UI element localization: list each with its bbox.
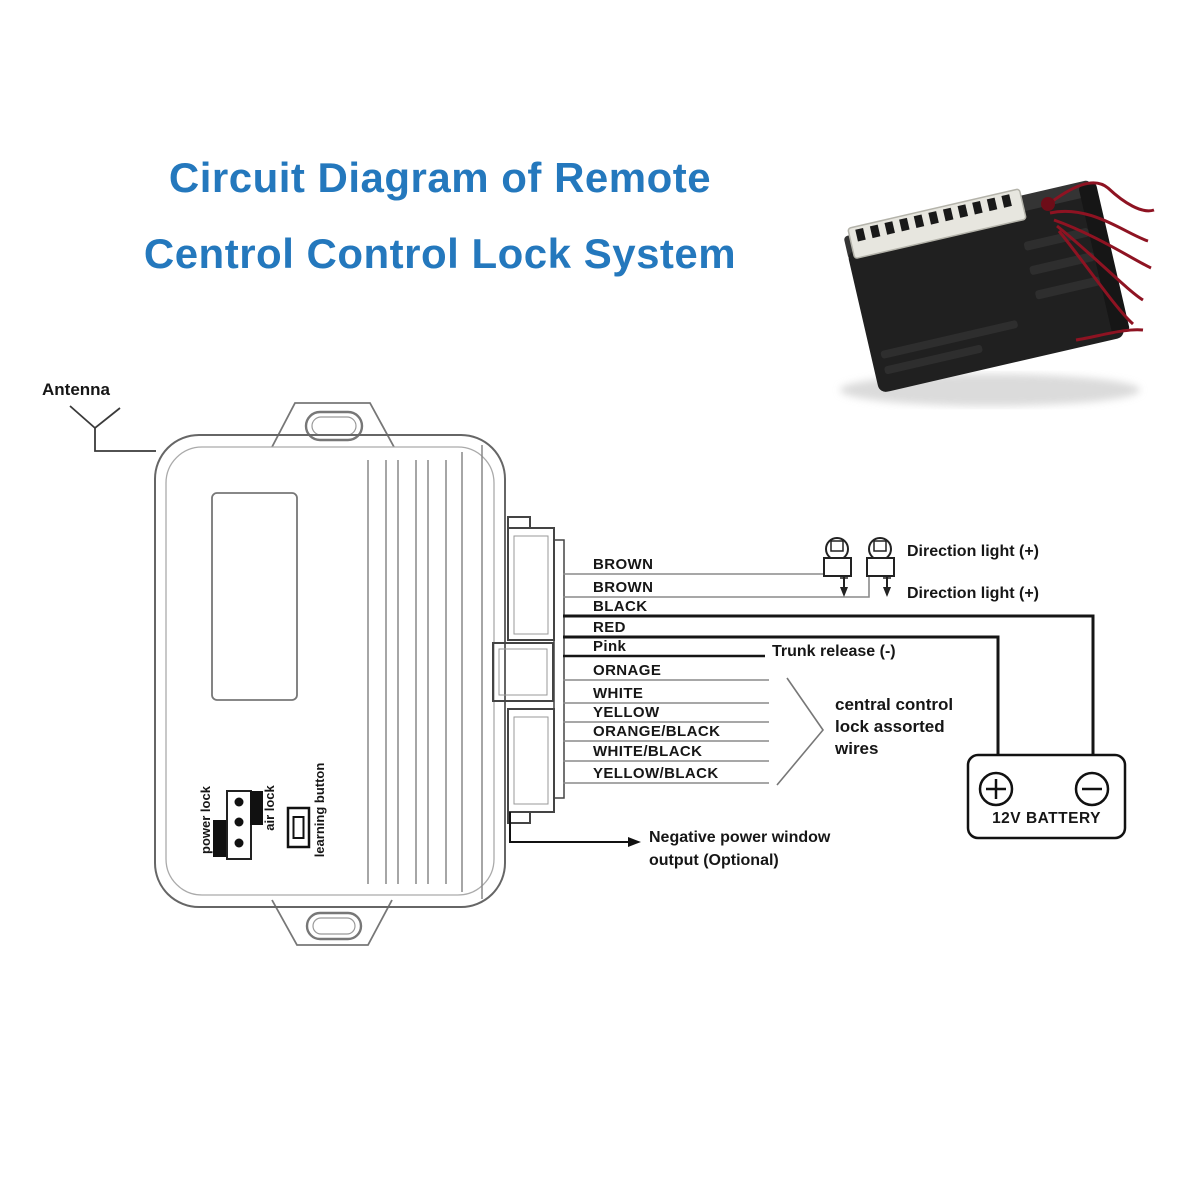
direction-light-bulb-icon-1 bbox=[823, 537, 852, 597]
wire-label-white-black: WHITE/BLACK bbox=[593, 743, 703, 760]
battery-plus-icon bbox=[978, 771, 1014, 807]
negative-window-arrow bbox=[509, 812, 641, 847]
learning-button-icon bbox=[286, 806, 311, 849]
wire-label-yellow: YELLOW bbox=[593, 704, 660, 721]
module-ribs bbox=[367, 445, 483, 899]
central-control-label-3: wires bbox=[835, 739, 879, 758]
antenna-icon bbox=[69, 405, 156, 452]
page-title: Circuit Diagram of Remote Centrol Contro… bbox=[110, 140, 770, 292]
wire-label-pink: Pink bbox=[593, 638, 627, 655]
wire-label-orange-black: ORANGE/BLACK bbox=[593, 723, 721, 740]
central-control-label-2: lock assorted bbox=[835, 717, 945, 736]
page-title-line-2: Centrol Control Lock System bbox=[143, 230, 737, 277]
negative-window-label-2: output (Optional) bbox=[649, 852, 779, 869]
direction-light-label-1: Direction light (+) bbox=[907, 543, 1039, 560]
wire-label-brown-2: BROWN bbox=[593, 579, 654, 596]
battery-label: 12V BATTERY bbox=[992, 810, 1101, 827]
antenna-label: Antenna bbox=[42, 380, 110, 399]
learning-button-label: learning button bbox=[311, 762, 327, 858]
wire-red bbox=[563, 635, 1000, 755]
module-connector bbox=[492, 516, 565, 824]
jumper-block-icon bbox=[213, 790, 263, 860]
negative-window-label-1: Negative power window bbox=[649, 829, 831, 846]
mounting-tab-bottom bbox=[271, 899, 393, 946]
wire-lines bbox=[563, 573, 1095, 784]
trunk-release-label: Trunk release (-) bbox=[772, 643, 896, 660]
mounting-tab-top bbox=[271, 402, 395, 448]
direction-light-bulb-icon-2 bbox=[866, 537, 895, 597]
direction-light-label-2: Direction light (+) bbox=[907, 585, 1039, 602]
wire-label-ornage: ORNAGE bbox=[593, 662, 662, 679]
battery-symbol bbox=[966, 753, 1127, 840]
power-lock-label: power lock bbox=[197, 786, 213, 854]
control-module-drawing bbox=[154, 402, 565, 946]
central-control-brace bbox=[776, 677, 825, 786]
wire-label-brown-1: BROWN bbox=[593, 556, 654, 573]
air-lock-label: air lock bbox=[261, 785, 277, 831]
wire-black bbox=[563, 614, 1095, 755]
wire-label-red: RED bbox=[593, 619, 626, 636]
central-control-label-1: central control bbox=[835, 695, 954, 714]
product-photo-image bbox=[840, 180, 1155, 406]
module-label-window bbox=[211, 492, 298, 701]
wire-brown-2 bbox=[563, 577, 870, 598]
battery-minus-icon bbox=[1074, 771, 1110, 807]
wire-label-black: BLACK bbox=[593, 598, 648, 615]
page-title-line-1: Circuit Diagram of Remote bbox=[168, 154, 712, 201]
photo-red-wires bbox=[1045, 181, 1155, 342]
wire-label-white: WHITE bbox=[593, 685, 644, 702]
wire-label-yellow-black: YELLOW/BLACK bbox=[593, 765, 719, 782]
